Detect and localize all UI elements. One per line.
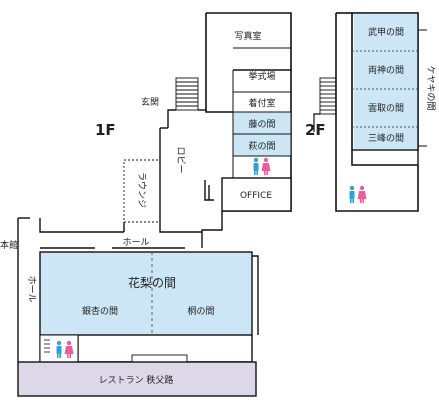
room-mitsumine[interactable] (354, 127, 418, 149)
label-ginkyo: 銀杏の間 (82, 305, 118, 317)
label-keyaki: ケヤキの間 (425, 65, 436, 110)
label-dressing-room: 着付室 (248, 97, 275, 109)
label-restaurant: レストラン 秩父路 (99, 374, 174, 386)
room-karin[interactable] (39, 251, 253, 336)
label-kiri: 桐の間 (187, 305, 214, 317)
label-karin: 花梨の間 (128, 275, 176, 290)
label-hall-side: ホール (26, 275, 37, 302)
label-photo-room: 写真室 (234, 30, 261, 42)
room-bukou[interactable] (354, 13, 418, 51)
label-kumotori: 雲取の間 (368, 103, 404, 114)
restaurant-chichibuji[interactable] (17, 361, 257, 397)
label-hagi: 萩の間 (248, 141, 275, 152)
stairs-icon (44, 339, 50, 353)
corridor-walls (17, 217, 202, 362)
label-main-building: 本館 (0, 239, 18, 251)
floor-label-1f: 1F (95, 121, 116, 139)
label-entrance: 玄関 (141, 96, 159, 108)
room-ryoukami[interactable] (354, 51, 418, 89)
restroom-icon (56, 340, 74, 358)
floor-label-2f: 2F (305, 121, 326, 139)
label-bukou: 武甲の間 (368, 26, 404, 38)
label-ceremony-hall: 挙式場 (248, 70, 275, 82)
label-lobby: ロビー (175, 146, 186, 173)
label-ryoukami: 両神の間 (368, 64, 404, 76)
stairs-icon (319, 77, 337, 115)
office-room[interactable] (221, 177, 292, 212)
room-hagi[interactable] (232, 133, 292, 157)
restroom-icon (349, 185, 367, 203)
restroom-icon (253, 157, 271, 175)
label-office: OFFICE (240, 191, 272, 201)
label-lounge: ラウンジ (136, 172, 147, 208)
label-mitsumine: 三峰の間 (368, 133, 404, 144)
lounge-area[interactable] (123, 159, 161, 223)
lobby-walls (159, 109, 223, 248)
room-kumotori[interactable] (354, 89, 418, 127)
label-hall-top: ホール (122, 237, 149, 248)
stairs-icon (175, 77, 199, 111)
label-fuji: 藤の間 (248, 118, 275, 130)
